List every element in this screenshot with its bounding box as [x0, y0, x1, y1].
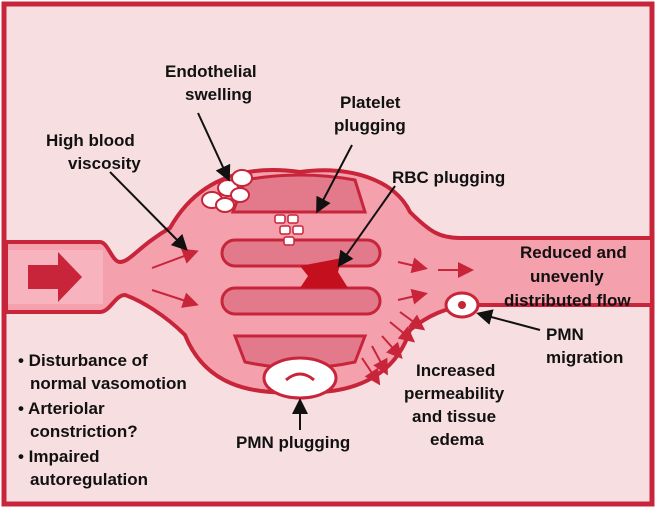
bullet-autoregulation-line2: autoregulation	[30, 470, 148, 489]
strip-top	[233, 175, 365, 212]
label-permeability-line3: and tissue	[412, 407, 496, 426]
label-endothelial-line1: Endothelial	[165, 62, 257, 81]
label-permeability-line2: permeability	[404, 384, 505, 403]
bullet-arteriolar-line2: constriction?	[30, 422, 138, 441]
label-rbc: RBC plugging	[392, 168, 505, 187]
label-pmn-migration-line2: migration	[546, 348, 623, 367]
label-pmn-migration-line1: PMN	[546, 325, 584, 344]
label-viscosity-line2: viscosity	[68, 154, 141, 173]
label-rbc-line1: RBC plugging	[392, 168, 505, 187]
pmn-plugging-cell-icon	[264, 358, 336, 398]
bullet-autoregulation-line1: • Impaired	[18, 447, 100, 466]
label-permeability-line4: edema	[430, 430, 484, 449]
label-endothelial-line2: swelling	[185, 85, 252, 104]
label-reduced-line3: distributed flow	[504, 291, 631, 310]
label-pmn-plugging: PMN plugging	[236, 433, 350, 452]
label-reduced-line1: Reduced and	[520, 243, 627, 262]
label-reduced-line2: unevenly	[530, 267, 604, 286]
bullet-arteriolar-line1: • Arteriolar	[18, 399, 105, 418]
label-permeability-line1: Increased	[416, 361, 495, 380]
label-pmn-plugging-line1: PMN plugging	[236, 433, 350, 452]
strip-upper	[222, 240, 380, 266]
pmn-migration-cell-icon	[446, 293, 478, 317]
bullet-disturbance-line2: normal vasomotion	[30, 374, 187, 393]
label-platelet-line2: plugging	[334, 116, 406, 135]
label-viscosity-line1: High blood	[46, 131, 135, 150]
bullet-disturbance-line1: • Disturbance of	[18, 351, 148, 370]
label-platelet-line1: Platelet	[340, 93, 401, 112]
strip-lower	[222, 288, 380, 314]
